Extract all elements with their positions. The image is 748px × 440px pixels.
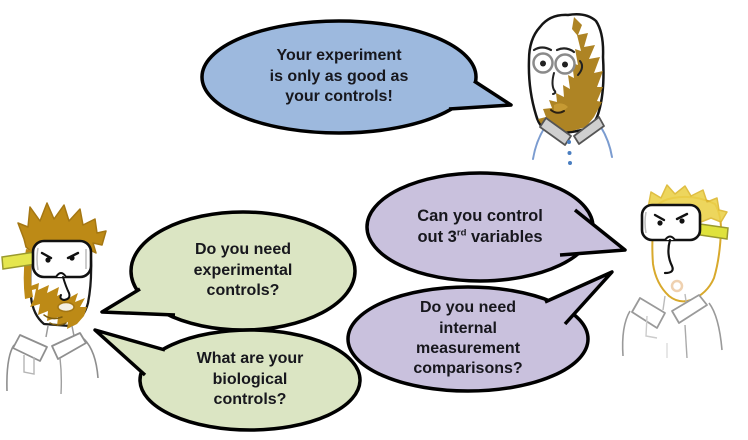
speech-bubble-experiment: Your experiment is only as good as your … <box>195 15 525 140</box>
glasses <box>532 52 576 75</box>
face-features <box>532 46 584 95</box>
eyes <box>40 251 80 263</box>
safety-goggles <box>31 239 93 279</box>
eyes <box>653 212 689 226</box>
bubble-tail <box>100 287 176 317</box>
bubble-tail <box>93 328 166 377</box>
collar <box>539 116 605 146</box>
speech-bubble-biological-controls: What are your biological controls? <box>85 325 375 437</box>
scientist-top-right <box>510 5 660 170</box>
bubble-ellipse <box>200 19 478 135</box>
chin-mark <box>670 279 684 293</box>
beard <box>28 283 87 329</box>
nose <box>59 276 71 302</box>
scientist-right <box>615 178 748 363</box>
speech-bubble-internal-comparisons: Do you need internal measurement compari… <box>340 262 635 397</box>
nose <box>663 238 674 275</box>
scientist-left-drawing <box>1 202 107 395</box>
scientist-right-drawing <box>621 184 729 359</box>
shirt-buttons <box>567 140 572 165</box>
bubble-tail <box>544 270 614 326</box>
bubble-tail <box>448 79 513 111</box>
speech-bubble-experimental-controls: Do you need experimental controls? <box>85 205 365 340</box>
speech-bubble-experiment-shape <box>200 19 513 135</box>
bubble-ellipse <box>138 328 362 432</box>
scientist-left <box>0 195 125 400</box>
speech-bubble-third-variables-shape <box>365 171 627 283</box>
beard <box>538 17 603 132</box>
bubble-ellipse <box>346 285 590 393</box>
speech-bubble-experimental-controls-shape <box>100 210 357 332</box>
safety-goggles <box>640 203 702 242</box>
lab-coat <box>6 325 99 395</box>
scientist-top-right-drawing <box>527 13 613 165</box>
speech-bubble-internal-comparisons-shape <box>346 270 614 393</box>
lab-coat <box>621 293 723 359</box>
bubble-tail <box>559 208 627 257</box>
speech-bubble-biological-controls-shape <box>93 328 362 432</box>
